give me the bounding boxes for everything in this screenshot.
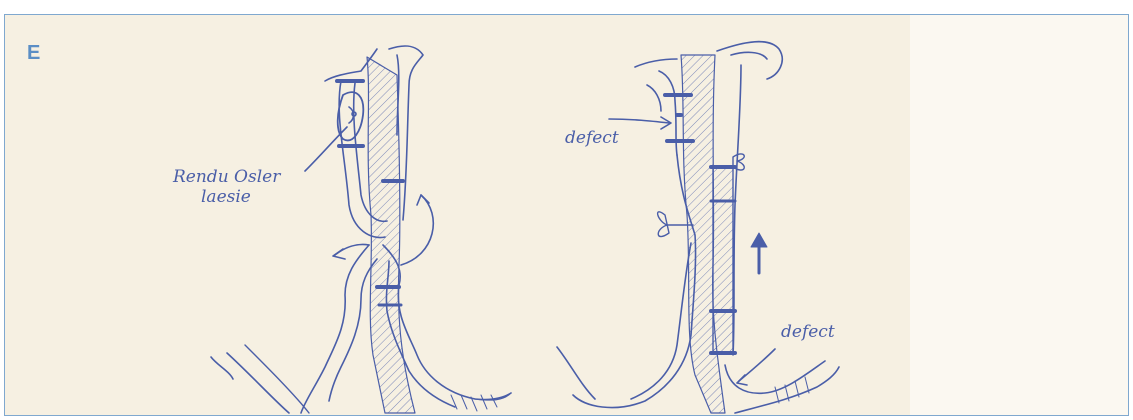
label-defect-bottom: defect [781,322,835,342]
panel-letter: E [27,42,40,65]
label-laesie: laesie [201,187,251,207]
sketch-drawing: Rendu Osler laesie defect defect [5,15,1128,415]
graft-segment [713,167,733,353]
label-rendu-osler: Rendu Osler [172,167,281,187]
figure-frame: Rendu Osler laesie defect defect E [4,14,1129,416]
paper-right-edge [910,15,1128,415]
label-defect-top: defect [565,128,619,148]
